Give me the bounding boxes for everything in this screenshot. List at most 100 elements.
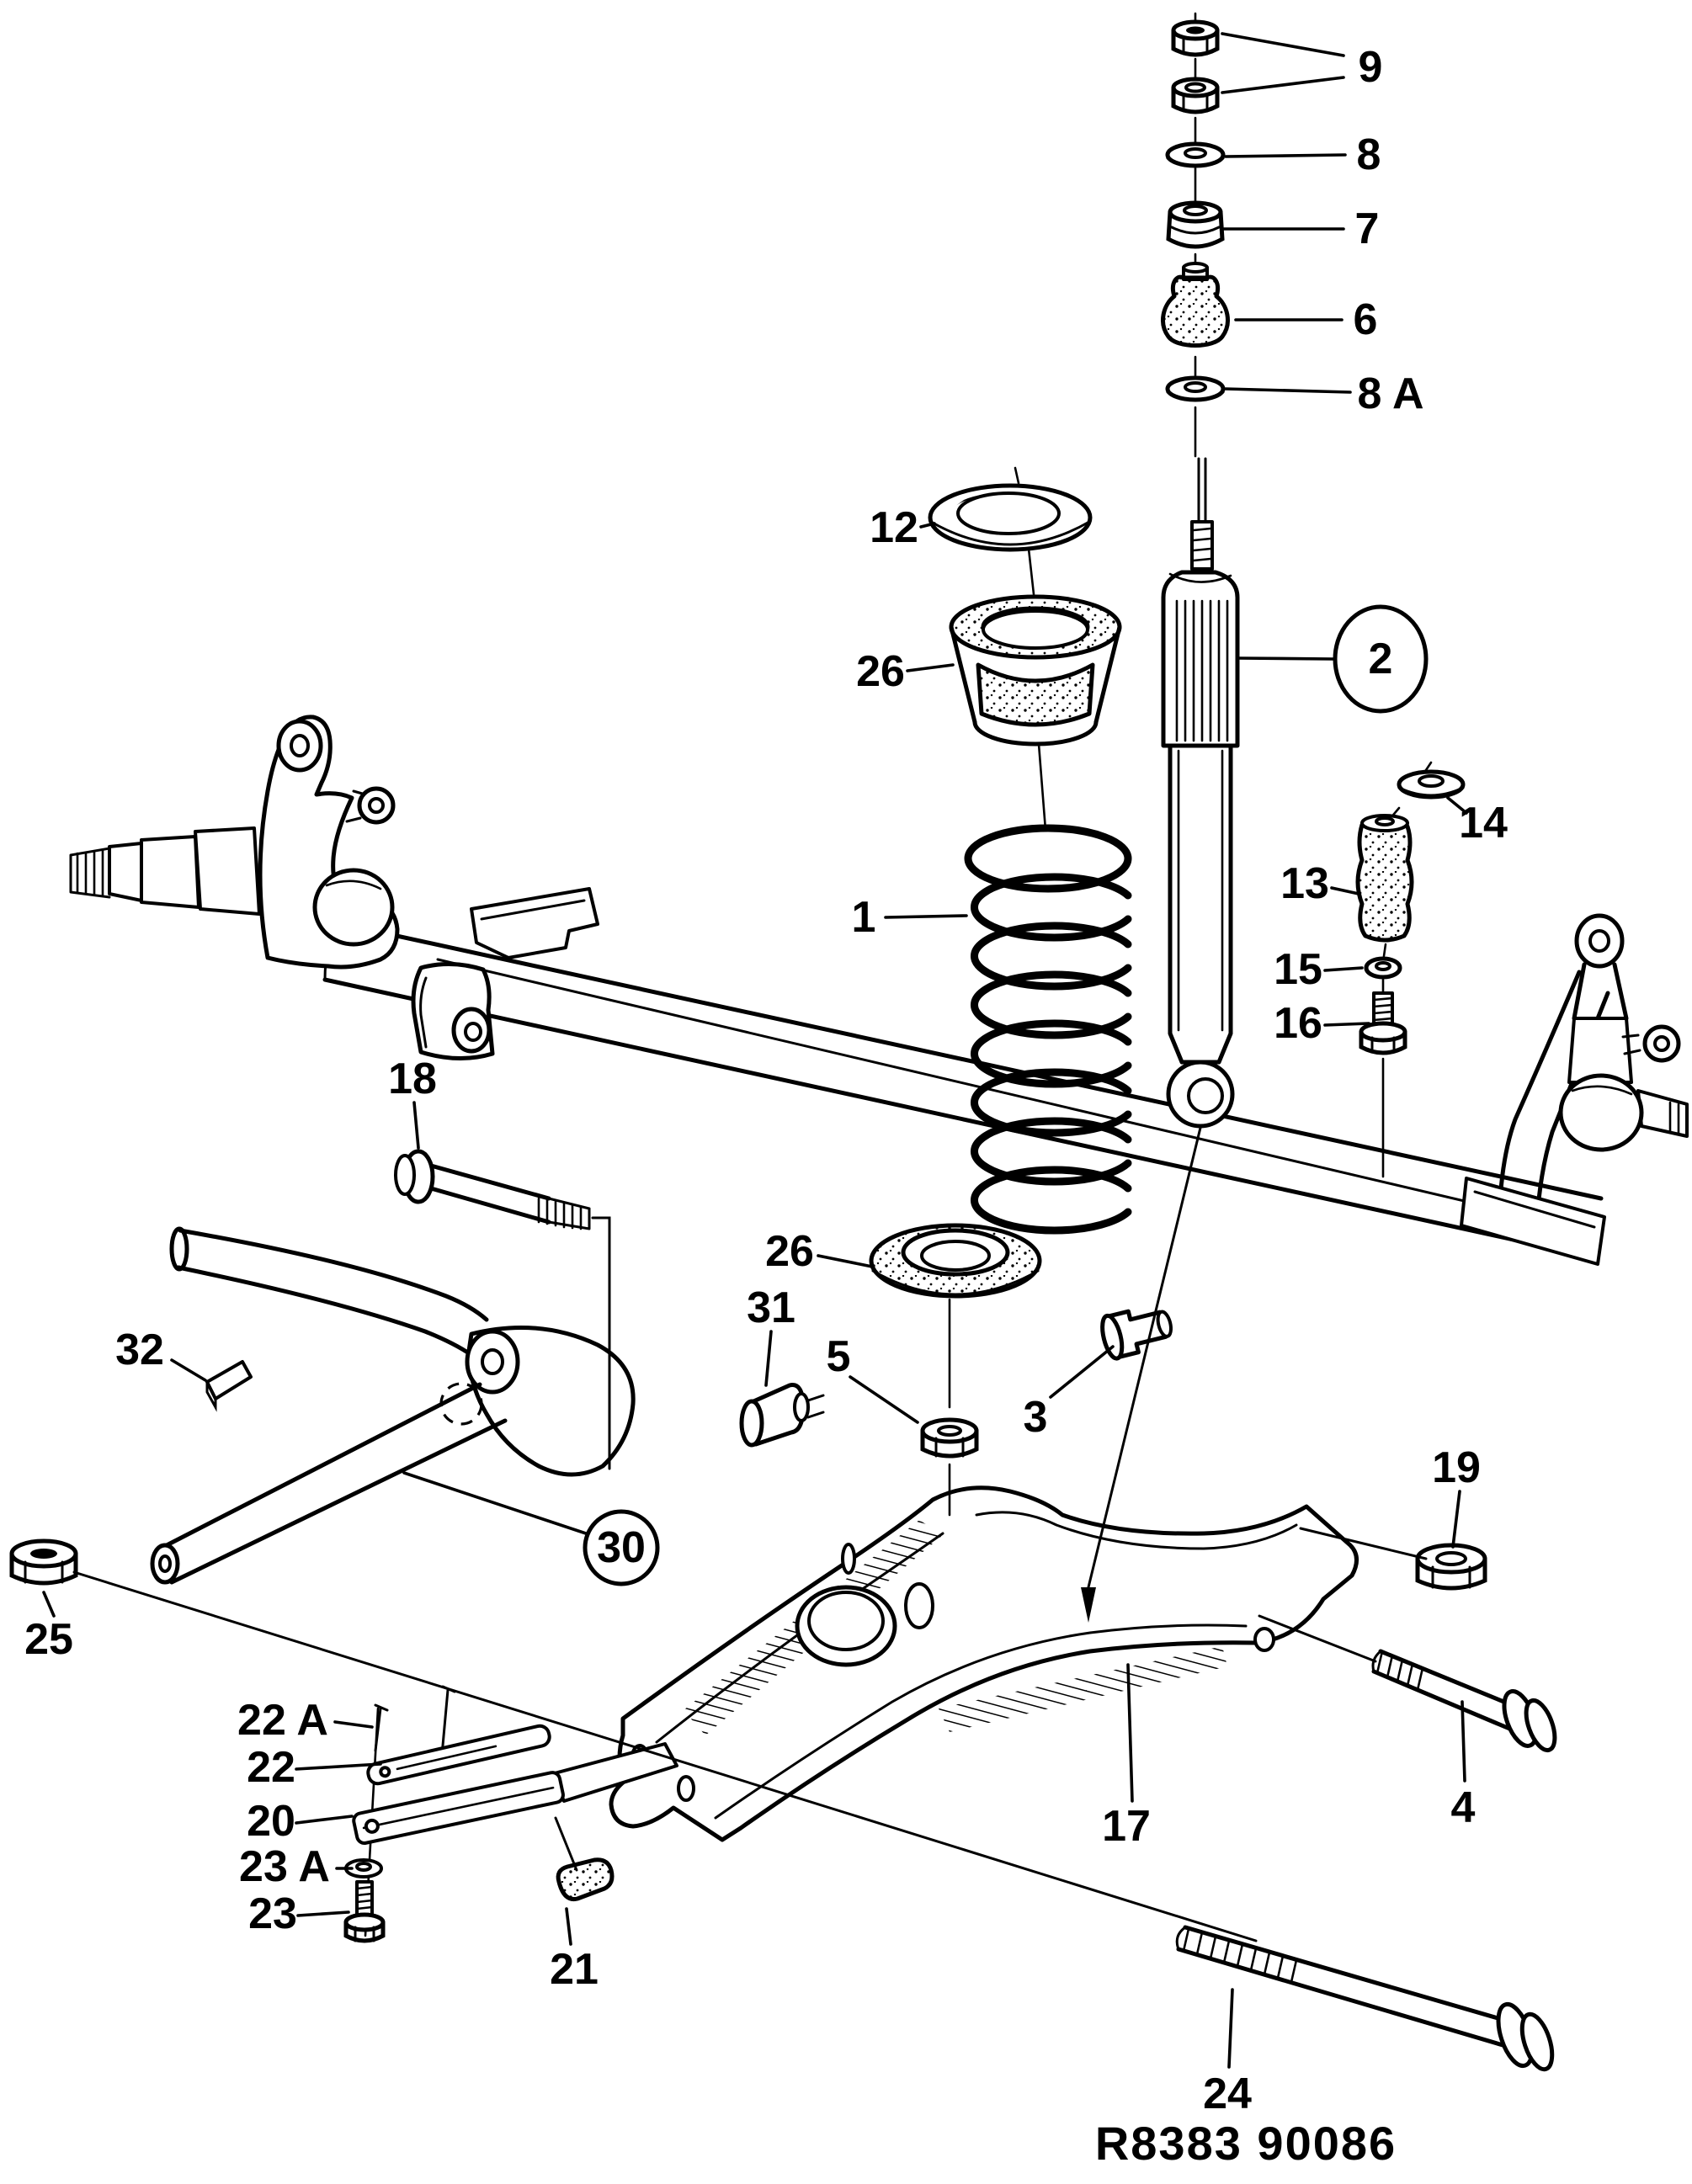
bushing-3 xyxy=(1100,1309,1173,1361)
right-kingpin-boss xyxy=(1558,1073,1644,1152)
callout-22A: 22 A xyxy=(237,1696,374,1745)
lower-spring-seat-26 xyxy=(869,1223,1042,1299)
shock-lower-body xyxy=(1168,743,1233,1065)
callout-1: 1 xyxy=(852,893,968,942)
beam-clamp xyxy=(411,961,495,1060)
leader-line-15 xyxy=(1323,966,1364,972)
callout-label-3: 3 xyxy=(1024,1393,1048,1442)
callout-3: 3 xyxy=(1024,1345,1115,1442)
assembly-centerlines xyxy=(948,12,1433,1517)
callout-13: 13 xyxy=(1280,859,1360,908)
callout-label-5: 5 xyxy=(827,1332,851,1381)
bushing-31 xyxy=(739,1383,825,1448)
callout-21: 21 xyxy=(550,1907,599,1994)
leader-line-18 xyxy=(412,1101,420,1150)
callout-label-14: 14 xyxy=(1459,799,1508,848)
callout-18: 18 xyxy=(388,1055,437,1150)
leader-line-24 xyxy=(1227,1988,1234,2069)
bump-stop-13 xyxy=(1355,820,1414,943)
callout-label-25: 25 xyxy=(24,1615,73,1664)
bolt-4 xyxy=(1371,1649,1557,1753)
callout-8: 8 xyxy=(1224,130,1381,179)
leader-line-4 xyxy=(1461,1700,1466,1783)
callout-8A: 8 A xyxy=(1224,369,1424,418)
leader-line-19 xyxy=(1451,1490,1461,1549)
callout-label-26-upper: 26 xyxy=(856,647,905,696)
beam-top-bracket xyxy=(470,887,599,959)
upper-spring-seat-26 xyxy=(949,594,1122,747)
callout-label-26-lower: 26 xyxy=(765,1227,814,1276)
plate-22 xyxy=(366,1724,551,1786)
callout-label-22: 22 xyxy=(247,1743,295,1792)
callout-26-upper: 26 xyxy=(856,647,955,696)
leader-line-9 xyxy=(1221,76,1345,94)
callout-circle-2 xyxy=(1333,604,1429,714)
leader-line-32 xyxy=(170,1358,207,1382)
leader-line-31 xyxy=(764,1330,773,1387)
leader-line-21 xyxy=(565,1907,572,1946)
drawing-ref: R8383 90086 xyxy=(1095,2117,1397,2170)
callout-16: 16 xyxy=(1274,999,1370,1048)
callout-22: 22 xyxy=(247,1743,382,1792)
callout-label-1: 1 xyxy=(852,893,876,942)
callout-17: 17 xyxy=(1102,1663,1151,1851)
right-stub-axle xyxy=(1460,913,1689,1266)
callout-2: 2 xyxy=(1236,604,1429,714)
callout-label-8A: 8 A xyxy=(1358,369,1424,418)
top-mount-stack xyxy=(1161,19,1230,402)
callout-label-2: 2 xyxy=(1369,635,1393,683)
callout-label-12: 12 xyxy=(870,503,918,552)
shock-absorber xyxy=(1161,457,1240,1129)
callout-15: 15 xyxy=(1274,945,1364,994)
axle-beam xyxy=(322,887,1604,1260)
trailing-arm xyxy=(150,1226,636,1585)
callout-6: 6 xyxy=(1234,295,1378,344)
callout-12: 12 xyxy=(870,503,936,552)
callout-label-15: 15 xyxy=(1274,945,1322,994)
callout-label-30: 30 xyxy=(597,1523,646,1572)
callout-23: 23 xyxy=(248,1889,350,1938)
callout-label-13: 13 xyxy=(1280,859,1329,908)
callout-31: 31 xyxy=(747,1283,795,1387)
bolt-16 xyxy=(1359,991,1407,1055)
leader-line-22A xyxy=(333,1720,374,1729)
callout-circle-30 xyxy=(583,1509,660,1586)
leader-line-8 xyxy=(1224,153,1347,158)
bump-stop-stack xyxy=(1355,769,1466,1055)
callout-label-4: 4 xyxy=(1451,1783,1476,1832)
callout-9: 9 xyxy=(1221,32,1383,94)
callout-23A: 23 A xyxy=(239,1842,354,1891)
coil-spring xyxy=(964,824,1132,1235)
callout-label-9: 9 xyxy=(1359,43,1383,92)
callout-label-6: 6 xyxy=(1354,295,1378,344)
callout-label-24: 24 xyxy=(1203,2070,1252,2118)
callout-label-19: 19 xyxy=(1432,1443,1481,1492)
shim-32 xyxy=(205,1360,253,1412)
leader-line-9 xyxy=(1221,32,1345,57)
spring-seat-ring-12 xyxy=(928,483,1093,552)
assembly-lines xyxy=(72,1126,1428,1942)
callout-30: 30 xyxy=(402,1471,660,1586)
callout-7: 7 xyxy=(1222,205,1380,253)
leader-line-23 xyxy=(296,1910,350,1917)
callout-label-8: 8 xyxy=(1357,130,1381,179)
callout-label-32: 32 xyxy=(115,1326,164,1374)
callout-label-17: 17 xyxy=(1102,1802,1151,1851)
leader-line-1 xyxy=(884,914,968,919)
leader-line-16 xyxy=(1323,1022,1370,1027)
leader-line-3 xyxy=(1049,1345,1115,1399)
leader-line-30 xyxy=(402,1471,588,1535)
callout-label-16: 16 xyxy=(1274,999,1322,1048)
leader-line-13 xyxy=(1330,886,1360,895)
leader-line-17 xyxy=(1126,1663,1134,1803)
leader-line-8A xyxy=(1224,387,1352,394)
left-stub-axle xyxy=(69,715,400,970)
callout-label-7: 7 xyxy=(1355,205,1380,253)
callout-label-31: 31 xyxy=(747,1283,795,1332)
callout-25: 25 xyxy=(24,1591,73,1664)
leader-line-20 xyxy=(295,1815,354,1825)
bracket-group xyxy=(343,1685,678,1943)
